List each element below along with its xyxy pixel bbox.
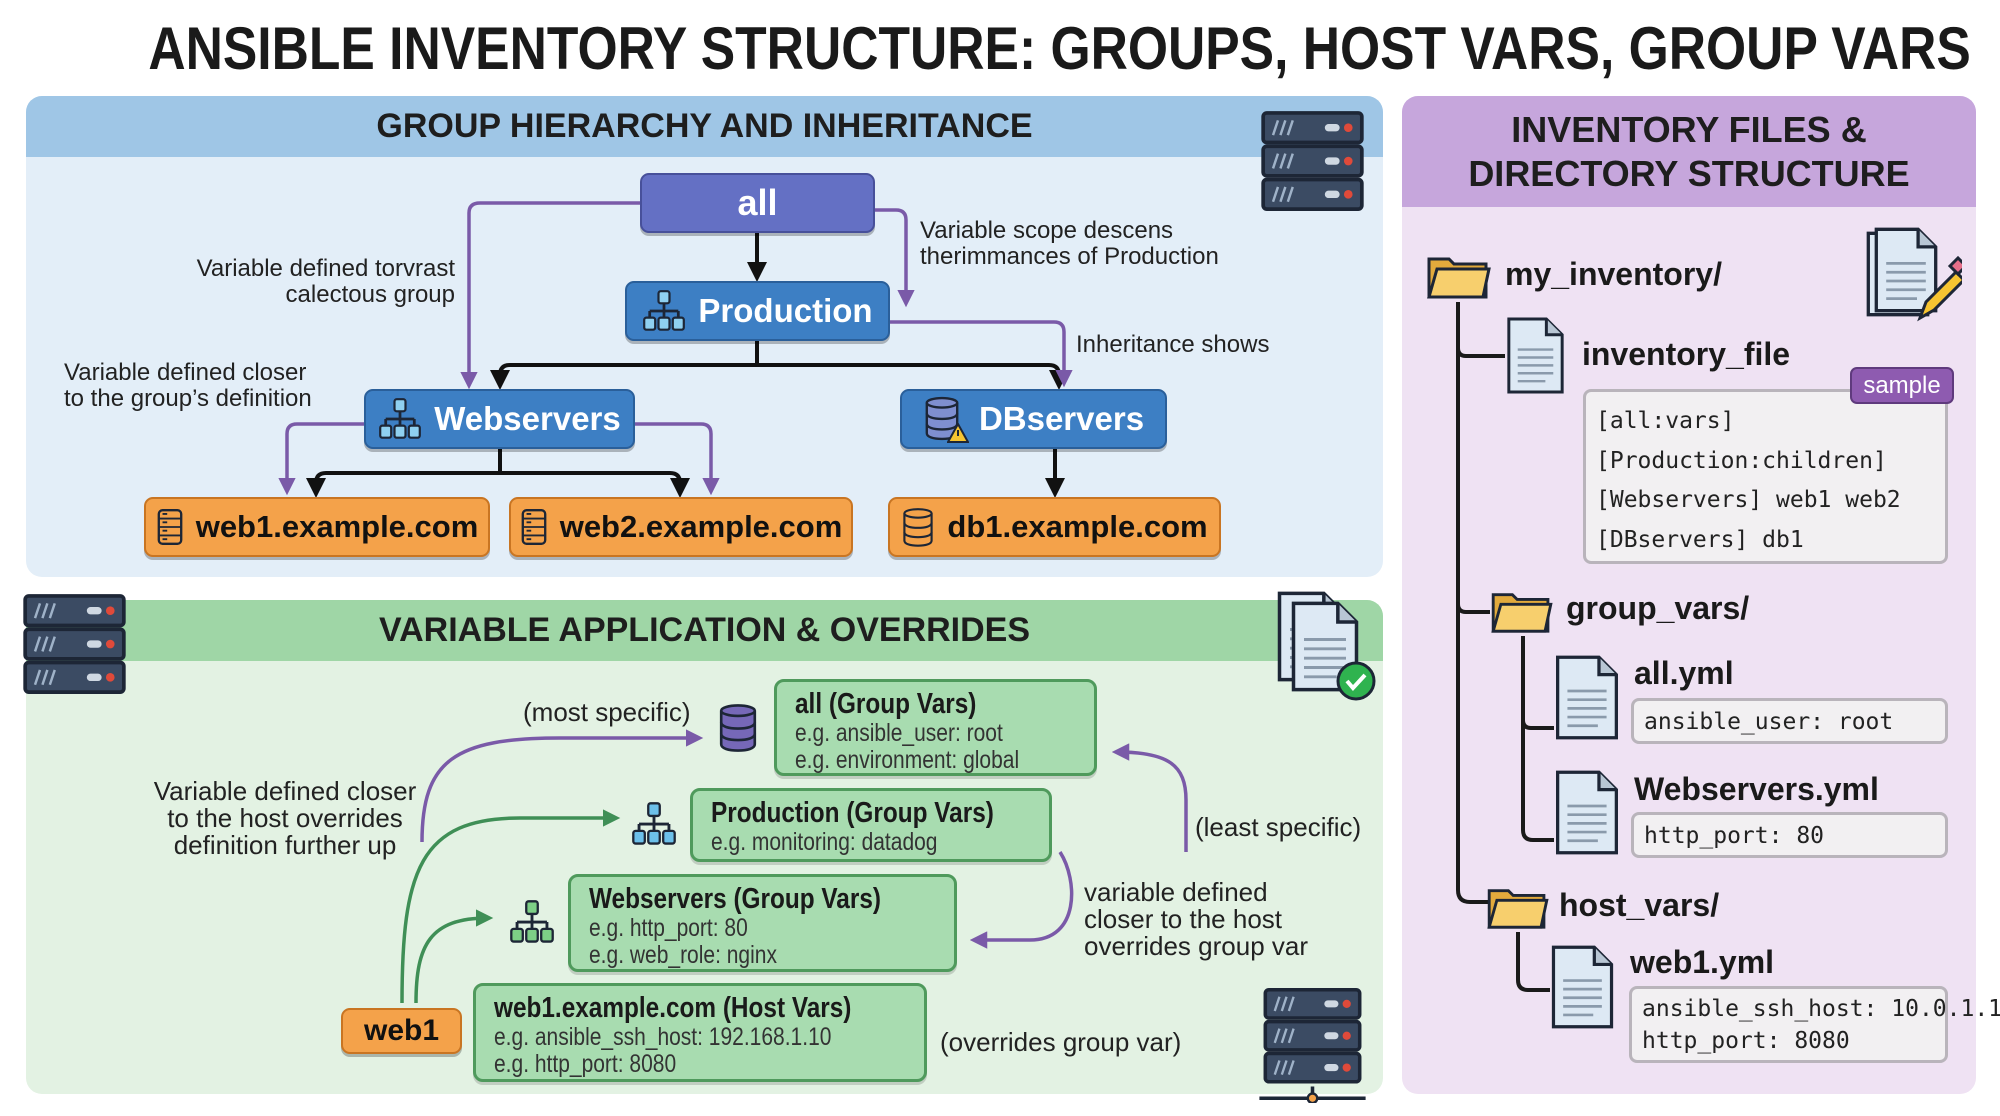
- node-web2[interactable]: web2.example.com: [509, 497, 853, 557]
- files-header: INVENTORY FILES & DIRECTORY STRUCTURE: [1402, 96, 1976, 207]
- folder-host-vars[interactable]: host_vars/: [1559, 887, 1720, 923]
- file-webservers-yml[interactable]: Webservers.yml: [1634, 771, 1879, 807]
- inherit-arrow-production-dbservers: [890, 320, 1073, 388]
- hierarchy-header: GROUP HIERARCHY AND INHERITANCE: [26, 96, 1383, 157]
- node-dbservers[interactable]: DBservers: [900, 389, 1167, 449]
- folder-icon: [1490, 587, 1554, 635]
- file-icon: [1550, 944, 1615, 1030]
- file-inventory-file[interactable]: inventory_file: [1582, 336, 1791, 372]
- group-vars-all-box: all (Group Vars) e.g. ansible_user: root…: [774, 679, 1097, 776]
- arrow-least-specific: [1111, 743, 1188, 852]
- web1-yml-content: ansible_ssh_host: 10.0.1.10 http_port: 8…: [1629, 986, 2000, 1063]
- node-all[interactable]: all: [640, 173, 875, 233]
- note-most-specific: (most specific): [523, 697, 691, 727]
- folder-icon: [1486, 883, 1550, 931]
- group-vars-production-box: Production (Group Vars) e.g. monitoring:…: [690, 788, 1052, 862]
- note-right: variable defined closer to the host over…: [1084, 877, 1308, 961]
- note-least-specific: (least specific): [1195, 812, 1362, 842]
- arrow-webservers-web2: [500, 471, 690, 498]
- apply-arrow-production: [400, 809, 621, 1004]
- note-right-top: Variable scope descens therimmances of P…: [920, 217, 1219, 270]
- inventory-file-content: [all:vars] [Production:children] [Webser…: [1583, 389, 1948, 564]
- note-left-top: Variable defined torvrast calectous grou…: [196, 255, 455, 308]
- node-web1[interactable]: web1.example.com: [144, 497, 490, 557]
- folder-icon: [1426, 251, 1492, 301]
- file-icon: [1554, 769, 1620, 856]
- folder-group-vars[interactable]: group_vars/: [1566, 590, 1750, 626]
- all-yml-content: ansible_user: root: [1631, 698, 1948, 744]
- file-all-yml[interactable]: all.yml: [1634, 655, 1734, 691]
- node-production[interactable]: Production: [625, 281, 890, 341]
- arrow-most-specific: [420, 729, 704, 843]
- node-webservers[interactable]: Webservers: [364, 389, 635, 449]
- document-edit-icon: [1866, 227, 1962, 322]
- page-title: ANSIBLE INVENTORY STRUCTURE: GROUPS, HOS…: [148, 15, 1971, 82]
- host-vars-web1-box: web1.example.com (Host Vars) e.g. ansibl…: [473, 983, 927, 1082]
- server-network-icon: [1259, 987, 1366, 1103]
- arrow-webservers-web1: [306, 449, 502, 498]
- file-web1-yml[interactable]: web1.yml: [1630, 944, 1775, 980]
- webservers-yml-content: http_port: 80: [1631, 812, 1948, 858]
- database-warning-icon: [923, 395, 969, 443]
- arrow-override: [969, 851, 1074, 949]
- file-icon: [1554, 654, 1620, 741]
- apply-arrow-webservers: [414, 909, 494, 1004]
- inherit-arrow-all-production: [875, 208, 915, 308]
- variables-header: VARIABLE APPLICATION & OVERRIDES: [26, 600, 1383, 661]
- folder-my-inventory[interactable]: my_inventory/: [1505, 256, 1722, 292]
- sample-badge: sample: [1850, 367, 1954, 404]
- note-overrides: (overrides group var): [940, 1027, 1182, 1057]
- group-vars-webservers-box: Webservers (Group Vars) e.g. http_port: …: [568, 874, 957, 972]
- file-icon: [1505, 316, 1566, 395]
- node-db1[interactable]: db1.example.com: [888, 497, 1221, 557]
- host-pill-web1[interactable]: web1: [341, 1008, 462, 1054]
- checklist-document-icon: [1277, 591, 1376, 701]
- note-left-bottom: Variable defined closer to the group’s d…: [64, 359, 312, 412]
- note-left: Variable defined closer to the host over…: [153, 776, 417, 860]
- inherit-arrow-all-webservers: [460, 201, 640, 390]
- note-inheritance: Inheritance shows: [1076, 331, 1270, 358]
- inherit-arrow-webservers-web2: [635, 422, 720, 496]
- inherit-arrow-webservers-web1: [278, 422, 364, 496]
